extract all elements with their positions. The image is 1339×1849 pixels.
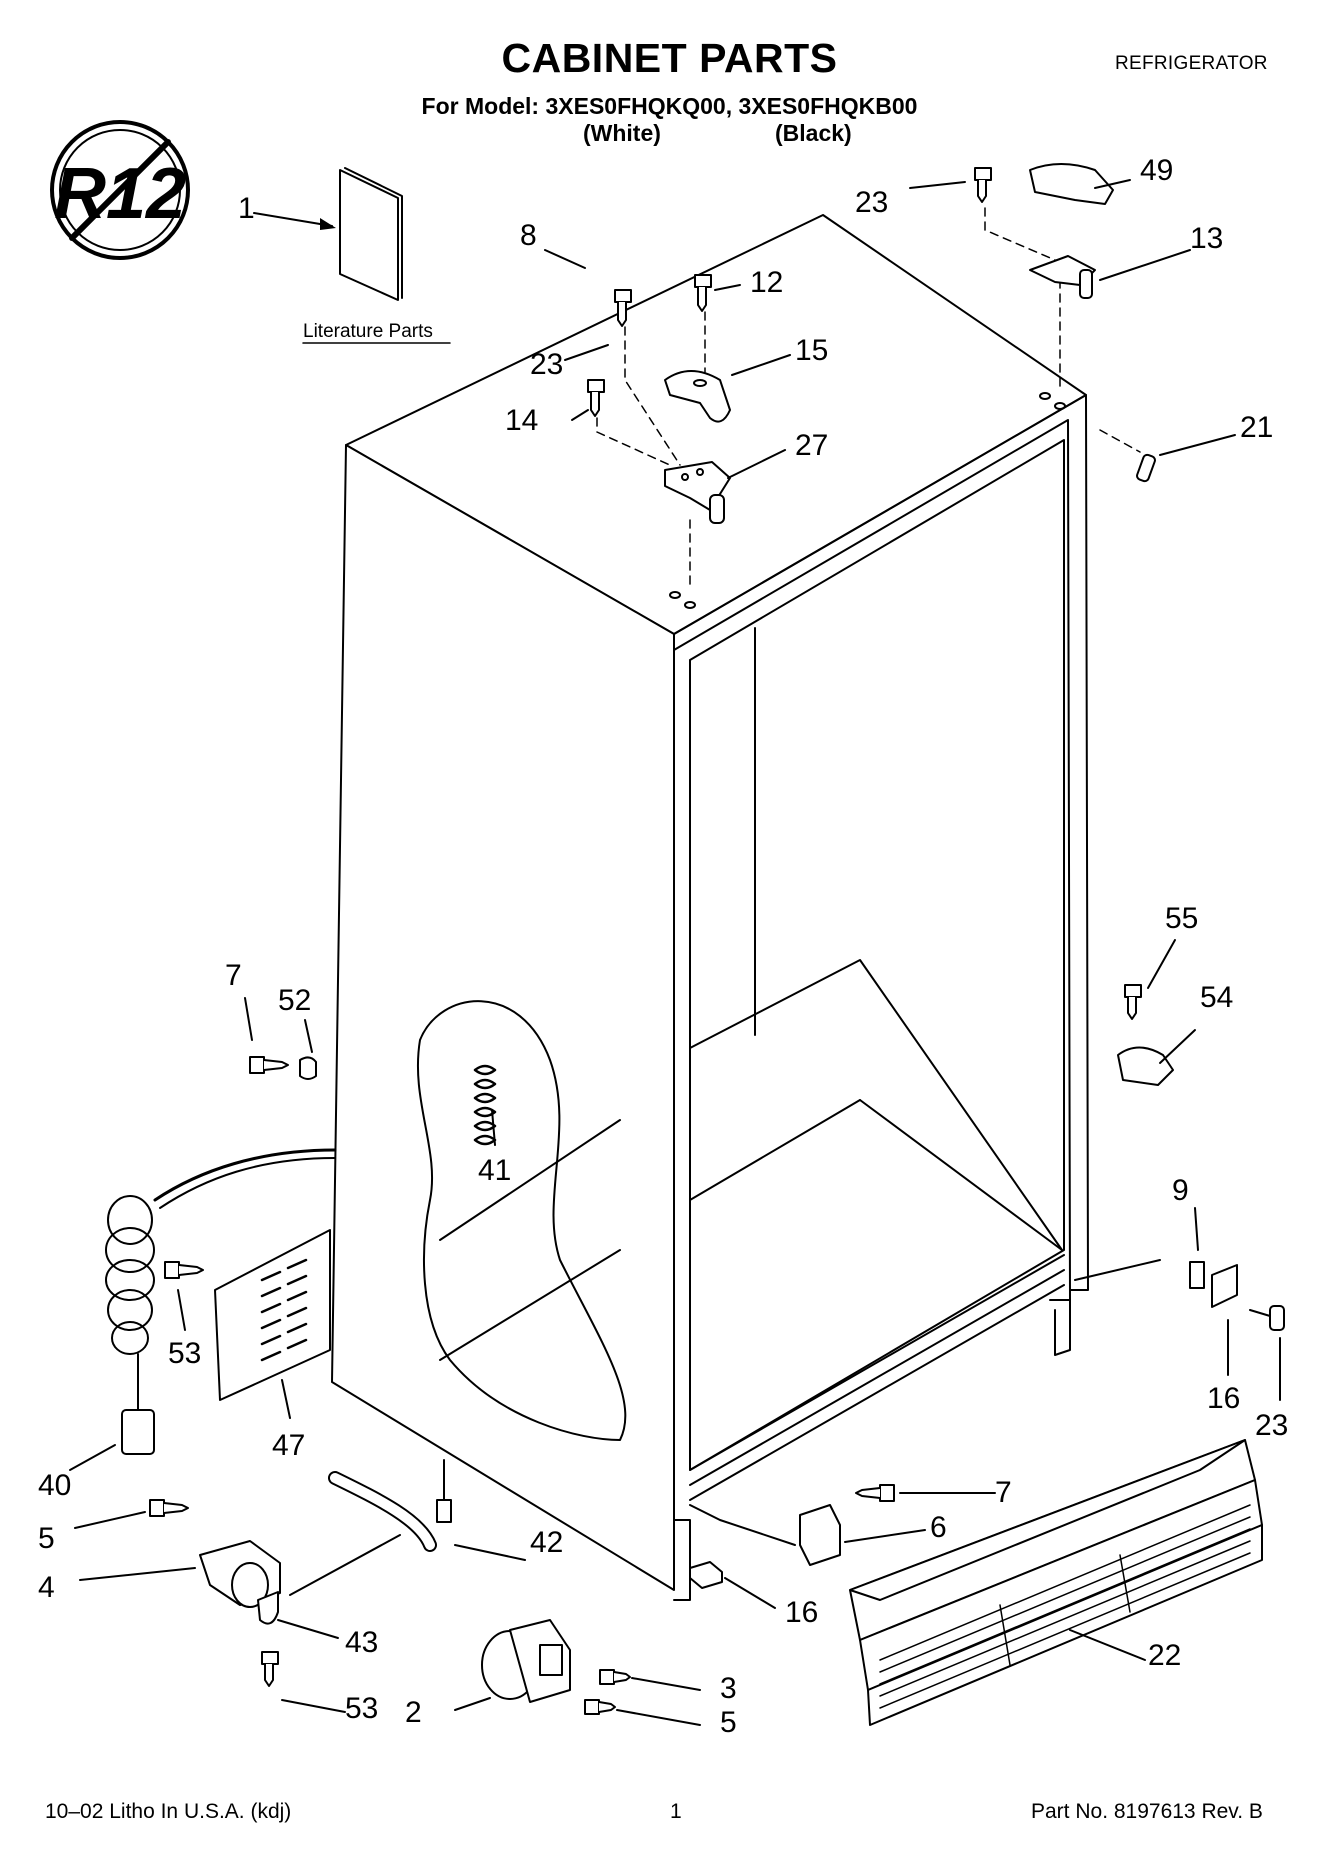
- callout-8: 8: [520, 219, 537, 252]
- badge-text: R12: [54, 154, 186, 234]
- toe-grille: [849, 1439, 1263, 1726]
- callout-23: 23: [530, 348, 563, 381]
- clip-16-front: [689, 1561, 723, 1589]
- top-guides: [596, 207, 1141, 591]
- callout-52: 52: [278, 984, 311, 1017]
- roller-assembly: [199, 1540, 281, 1608]
- callout-7: 7: [995, 1476, 1012, 1509]
- callout-22: 22: [1148, 1639, 1181, 1672]
- callout-15: 15: [795, 334, 828, 367]
- screw-12: [694, 274, 712, 312]
- screw-5-front: [584, 1699, 616, 1715]
- footer-print-info: 10–02 Litho In U.S.A. (kdj): [45, 1800, 292, 1823]
- leader-1: [253, 212, 333, 227]
- bracket-6-leader: [689, 1504, 796, 1546]
- callout-13: 13: [1190, 222, 1223, 255]
- callout-9: 9: [1172, 1174, 1189, 1207]
- screw-5-left: [149, 1499, 189, 1517]
- callout-14: 14: [505, 404, 538, 437]
- back-vent-panel: [214, 1229, 331, 1401]
- hinge-cover-49: [1029, 163, 1114, 205]
- refrigerator-cabinet: [331, 214, 1089, 1601]
- callout-23: 23: [855, 186, 888, 219]
- no-r12-refrigerant-icon: R12: [50, 120, 190, 260]
- page-title: CABINET PARTS: [501, 35, 838, 81]
- top-center-hinge: [664, 461, 731, 524]
- front-roller: [481, 1619, 571, 1703]
- screw-23a: [614, 289, 632, 327]
- literature-booklet: [339, 167, 403, 301]
- callout-55: 55: [1165, 902, 1198, 935]
- callout-47: 47: [272, 1429, 305, 1462]
- footer-part-number: Part No. 8197613 Rev. B: [1031, 1800, 1263, 1823]
- screw-55: [1124, 984, 1142, 1020]
- clip-43: [257, 1591, 279, 1625]
- callout-23: 23: [1255, 1409, 1288, 1442]
- callout-41: 41: [478, 1154, 511, 1187]
- callout-49: 49: [1140, 154, 1173, 187]
- callout-27: 27: [795, 429, 828, 462]
- drain-tube: [328, 1459, 452, 1552]
- callout-53: 53: [345, 1692, 378, 1725]
- right-lower-bracket: [1074, 1259, 1285, 1331]
- door-stop-21: [1136, 453, 1156, 483]
- clip-52: [299, 1056, 317, 1080]
- callout-43: 43: [345, 1626, 378, 1659]
- callout-16: 16: [1207, 1382, 1240, 1415]
- callout-3: 3: [720, 1672, 737, 1705]
- screw-14: [587, 379, 605, 417]
- callout-5: 5: [720, 1706, 737, 1739]
- screw-23b: [974, 167, 992, 203]
- screw-3-front: [599, 1669, 631, 1685]
- model-line: For Model: 3XES0FHQKQ00, 3XES0FHQKB00: [421, 93, 918, 119]
- callout-54: 54: [1200, 981, 1233, 1014]
- screw-53-lower: [261, 1651, 279, 1687]
- literature-parts-label: Literature Parts: [303, 321, 433, 342]
- callout-53: 53: [168, 1337, 201, 1370]
- callout-21: 21: [1240, 411, 1273, 444]
- appliance-type: REFRIGERATOR: [1115, 53, 1268, 74]
- tube-leader: [289, 1534, 401, 1596]
- callout-16: 16: [785, 1596, 818, 1629]
- callout-42: 42: [530, 1526, 563, 1559]
- footer-page-number: 1: [670, 1800, 682, 1823]
- callout-40: 40: [38, 1469, 71, 1502]
- bracket-54: [1117, 1046, 1174, 1086]
- callout-5: 5: [38, 1522, 55, 1555]
- screw-7-right: [855, 1484, 895, 1502]
- power-cord: [105, 1148, 337, 1455]
- hinge-cover-15: [664, 370, 731, 423]
- screw-7-left: [249, 1056, 289, 1074]
- variant-black: (Black): [775, 120, 852, 146]
- bracket-6: [799, 1504, 841, 1566]
- variant-white: (White): [583, 120, 661, 146]
- callout-1: 1: [238, 192, 255, 225]
- leader-arrows: [69, 179, 1281, 1726]
- callout-2: 2: [405, 1696, 422, 1729]
- top-right-hinge: [1029, 255, 1096, 299]
- callout-4: 4: [38, 1571, 55, 1604]
- callout-12: 12: [750, 266, 783, 299]
- callout-labels: 1 8 12 15 23 14 27 23 49 13 21 55 54 7 5…: [38, 154, 1288, 1739]
- screw-53-upper: [164, 1261, 204, 1279]
- callout-6: 6: [930, 1511, 947, 1544]
- callout-7: 7: [225, 959, 242, 992]
